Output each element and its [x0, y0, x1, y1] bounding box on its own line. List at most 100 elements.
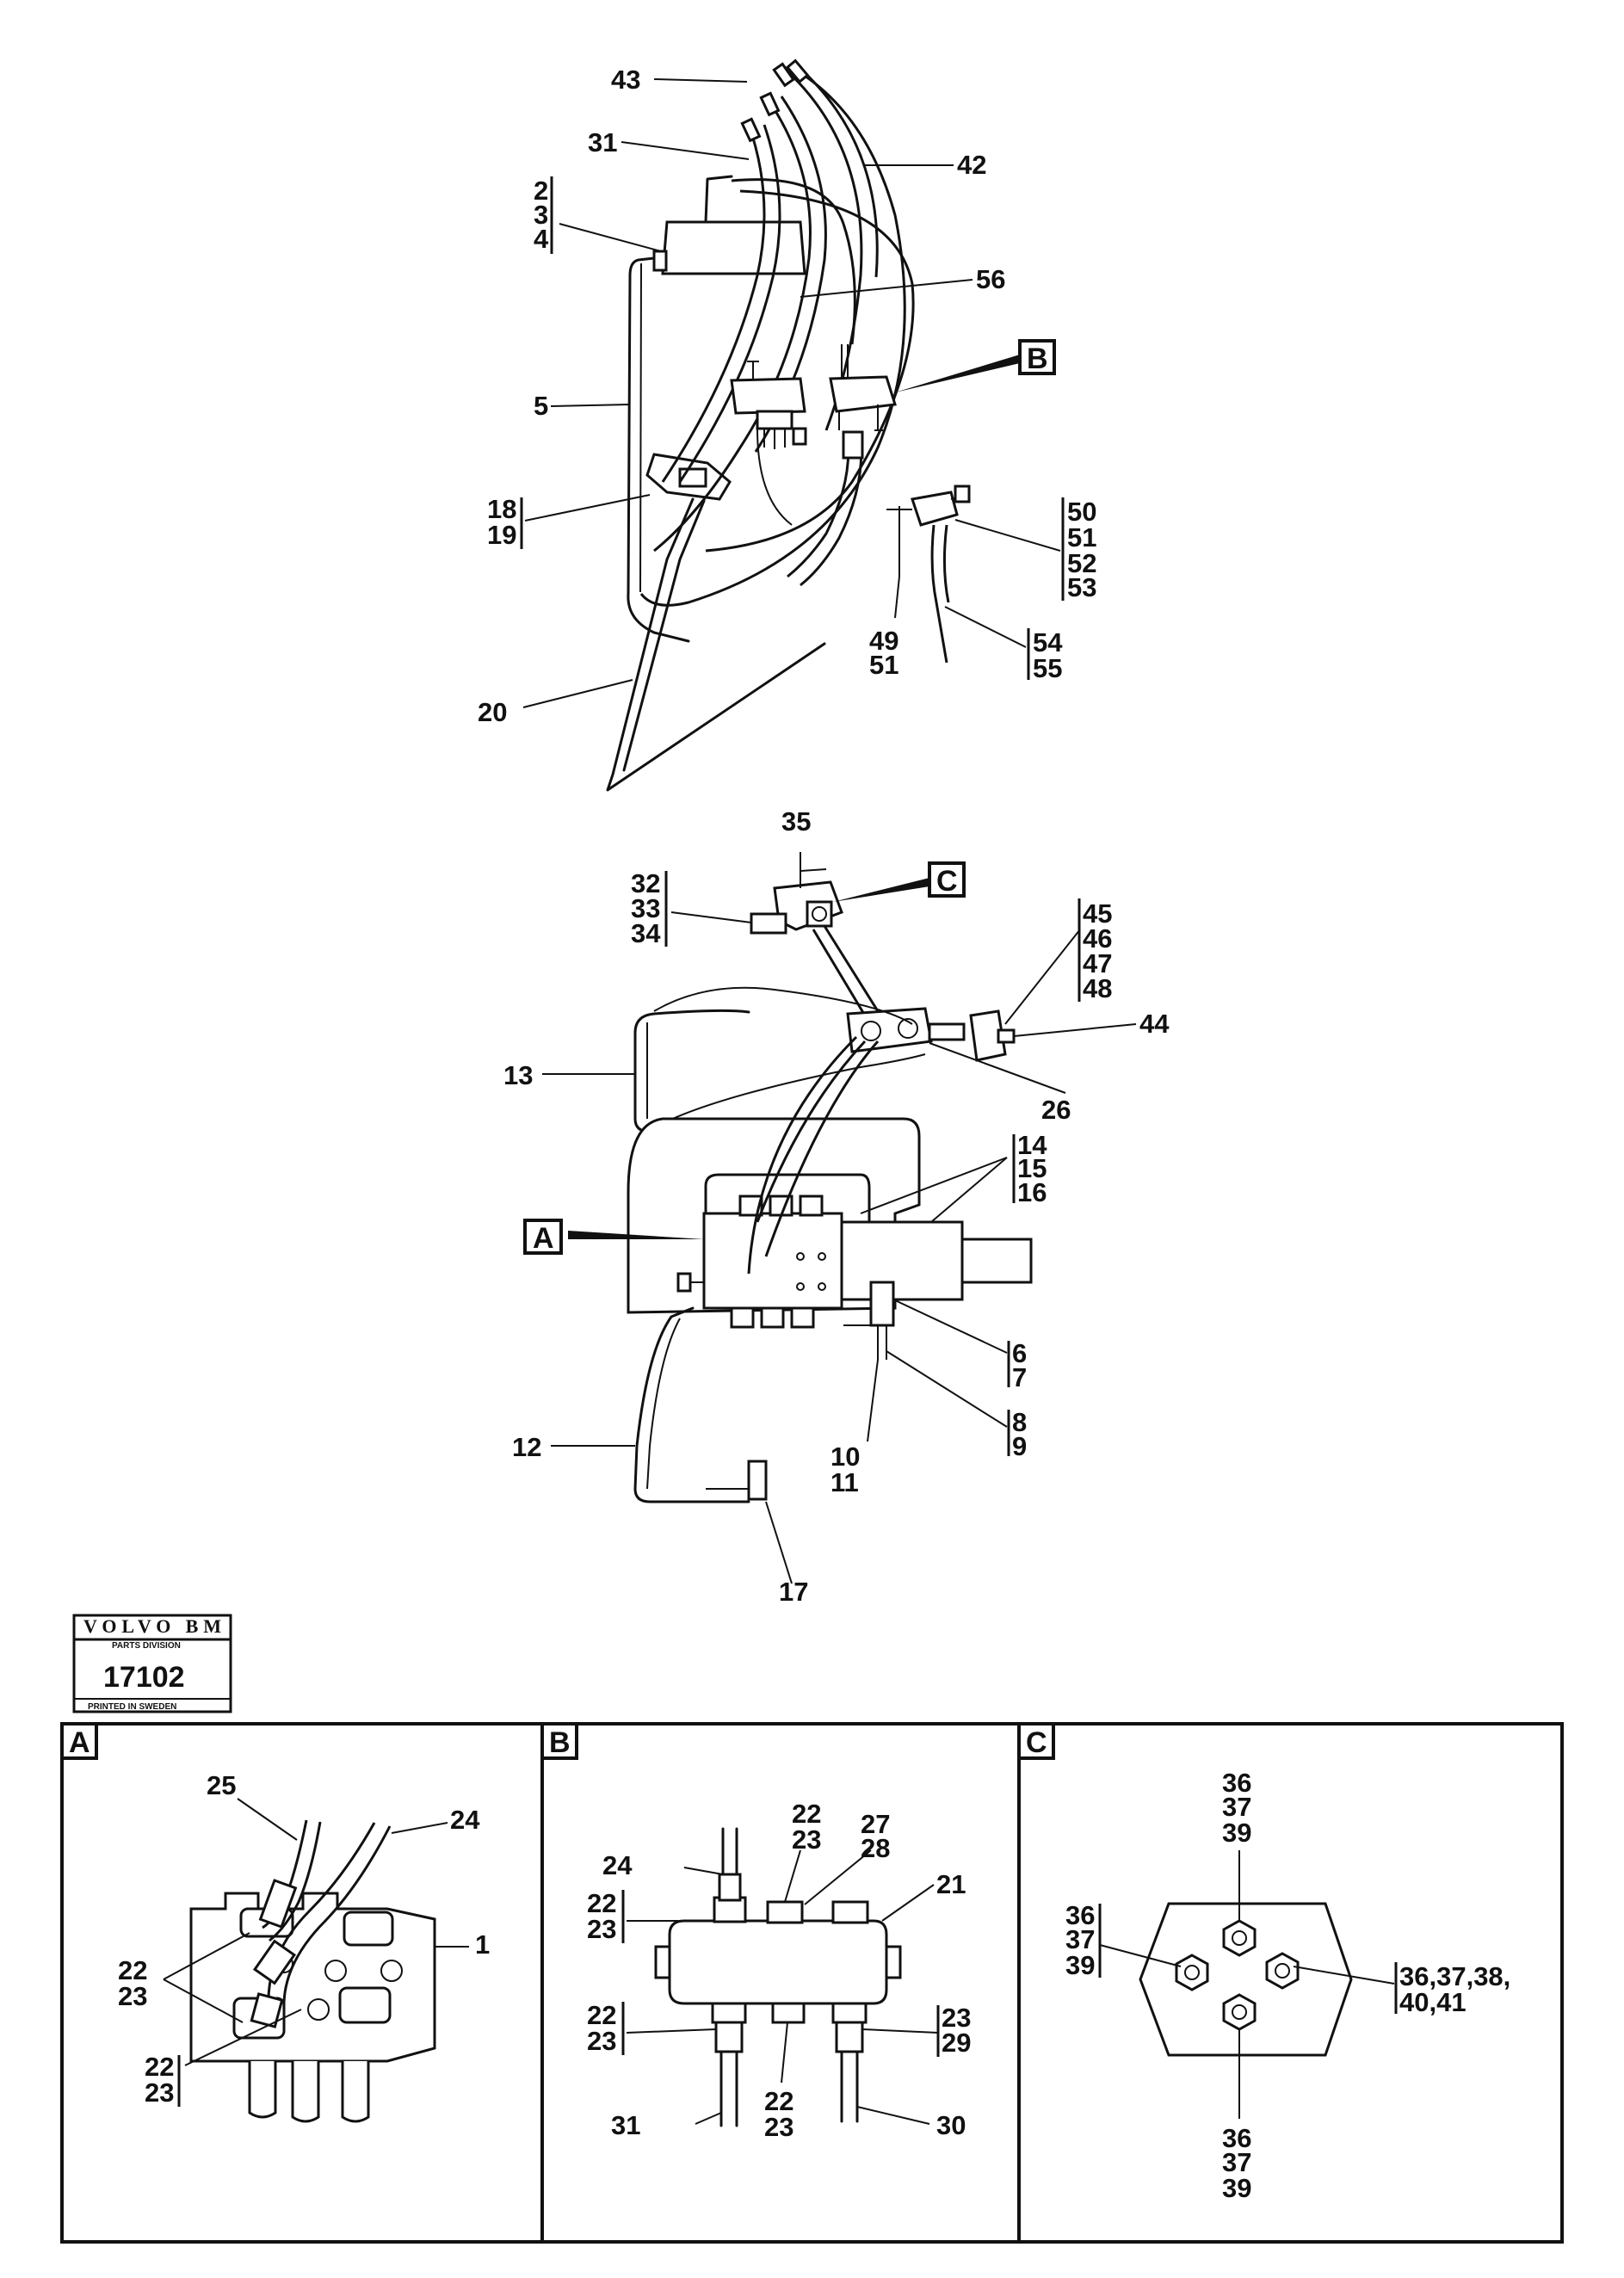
callout-48: 48 — [1083, 973, 1112, 1003]
panel-c-right-2: 40,41 — [1399, 1987, 1467, 2017]
panel-b-callout-27: 27 — [861, 1809, 890, 1839]
panel-b-callout-23a: 23 — [792, 1824, 821, 1855]
control-valve-body — [730, 377, 806, 415]
panel-a-callout-23: 23 — [118, 1981, 147, 2011]
callout-51b: 51 — [869, 650, 898, 680]
panel-b-callout-23d: 23 — [942, 2003, 971, 2033]
detail-panel-b: B 22 23 27 28 21 24 22 — [540, 1722, 971, 2142]
callout-6: 6 — [1012, 1338, 1027, 1368]
reservoir-tank — [661, 220, 806, 275]
callout-7: 7 — [1012, 1362, 1027, 1392]
callout-10: 10 — [831, 1441, 860, 1472]
valve-body-21 — [668, 1919, 888, 2005]
valve-44 — [969, 1009, 1007, 1062]
callout-50: 50 — [1067, 497, 1096, 527]
callout-43: 43 — [611, 65, 640, 95]
detail-panel-a: A 25 24 1 22 23 22 23 — [60, 1722, 490, 2123]
callout-19: 19 — [487, 520, 516, 550]
volvo-bm-logo: VOLVO BM PARTS DIVISION 17102 PRINTED IN… — [72, 1614, 232, 1713]
panel-b-callout-22b: 22 — [587, 1888, 616, 1918]
callout-35: 35 — [781, 806, 811, 837]
panel-b-callout-29: 29 — [942, 2028, 971, 2058]
panel-c-right-1: 36,37,38, — [1399, 1961, 1510, 1991]
callout-51: 51 — [1067, 522, 1096, 553]
callout-17: 17 — [779, 1577, 808, 1607]
callout-55: 55 — [1033, 653, 1062, 683]
hose-31 — [661, 124, 766, 483]
panel-c-left-36: 36 — [1065, 1900, 1095, 1930]
callout-53: 53 — [1067, 572, 1096, 602]
logo-division: PARTS DIVISION — [112, 1641, 181, 1651]
lower-leaders — [542, 852, 1137, 1584]
panel-c-bottom-39: 39 — [1222, 2173, 1251, 2203]
callout-14: 14 — [1017, 1130, 1047, 1160]
panel-b-callout-28: 28 — [861, 1833, 890, 1863]
ref-box-c[interactable]: C — [928, 861, 966, 898]
panel-c-bottom-36: 36 — [1222, 2123, 1251, 2153]
panel-a-callout-22b: 22 — [145, 2052, 174, 2082]
panel-c-top-39: 39 — [1222, 1818, 1251, 1848]
pipe-12 — [633, 1306, 750, 1503]
svg-text:C: C — [936, 865, 958, 898]
hex-nut-right — [1265, 1952, 1300, 1990]
panel-c-label: C — [1026, 1726, 1047, 1759]
callout-47: 47 — [1083, 948, 1112, 978]
callout-46: 46 — [1083, 923, 1112, 954]
panel-b-callout-30: 30 — [936, 2110, 966, 2140]
callout-9: 9 — [1012, 1431, 1027, 1461]
callout-2: 2 — [534, 176, 548, 206]
callout-18: 18 — [487, 494, 516, 524]
callout-5: 5 — [534, 391, 548, 421]
panel-b-callout-22d: 22 — [764, 2086, 793, 2116]
valve-block-a — [702, 1212, 843, 1310]
hose-54 — [930, 524, 948, 664]
panel-c-bottom-37: 37 — [1222, 2147, 1251, 2177]
panel-b-callout-22a: 22 — [792, 1799, 821, 1829]
callout-44: 44 — [1139, 1009, 1170, 1039]
panel-a-callout-1: 1 — [475, 1929, 490, 1960]
callout-13: 13 — [503, 1060, 533, 1090]
lower-hydraulic-assembly — [627, 868, 1033, 1503]
panel-b-callout-23e: 23 — [764, 2112, 793, 2142]
panel-c-top-36: 36 — [1222, 1768, 1251, 1798]
panel-c-left-39: 39 — [1065, 1950, 1095, 1980]
panel-a-callout-23b: 23 — [145, 2077, 174, 2108]
logo-printed: PRINTED IN SWEDEN — [88, 1702, 176, 1712]
upper-leaders — [522, 78, 1061, 708]
panel-a-callout-22: 22 — [118, 1955, 147, 1985]
panel-b-callout-22c: 22 — [587, 2000, 616, 2030]
hex-nut-left — [1175, 1954, 1209, 1991]
pipe-13 — [633, 1009, 905, 1133]
detail-panels-frame — [60, 1722, 1564, 2244]
panel-a-callout-24: 24 — [450, 1805, 480, 1835]
callout-11: 11 — [831, 1467, 859, 1497]
callout-20: 20 — [478, 697, 507, 727]
panel-a-label: A — [69, 1726, 90, 1759]
callout-33: 33 — [631, 893, 660, 923]
valve-block-1 — [189, 1892, 436, 2063]
hex-nut-top — [1222, 1919, 1257, 1957]
callout-12: 12 — [512, 1432, 541, 1462]
panel-b-callout-24: 24 — [602, 1850, 633, 1880]
pipe-5 — [627, 256, 690, 643]
connector-plate — [1139, 1902, 1353, 2057]
ref-box-a[interactable]: A — [523, 1219, 563, 1255]
panel-b-callout-31: 31 — [611, 2110, 640, 2140]
valve-50 — [911, 491, 959, 527]
svg-text:B: B — [1027, 343, 1048, 375]
hose-56 — [731, 178, 856, 345]
callout-42: 42 — [957, 150, 986, 180]
callout-4: 4 — [534, 224, 549, 254]
callout-16: 16 — [1017, 1177, 1047, 1207]
callout-26: 26 — [1041, 1095, 1071, 1125]
callout-15: 15 — [1017, 1153, 1047, 1183]
logo-number: 17102 — [103, 1661, 185, 1694]
panel-b-label: B — [549, 1726, 571, 1759]
callout-49: 49 — [869, 626, 898, 656]
callout-56: 56 — [976, 264, 1005, 294]
pipe-20 — [606, 497, 826, 792]
panel-a-callout-25: 25 — [207, 1770, 236, 1800]
pipe-17-end — [747, 1460, 768, 1501]
ref-box-b[interactable]: B — [1018, 339, 1056, 375]
